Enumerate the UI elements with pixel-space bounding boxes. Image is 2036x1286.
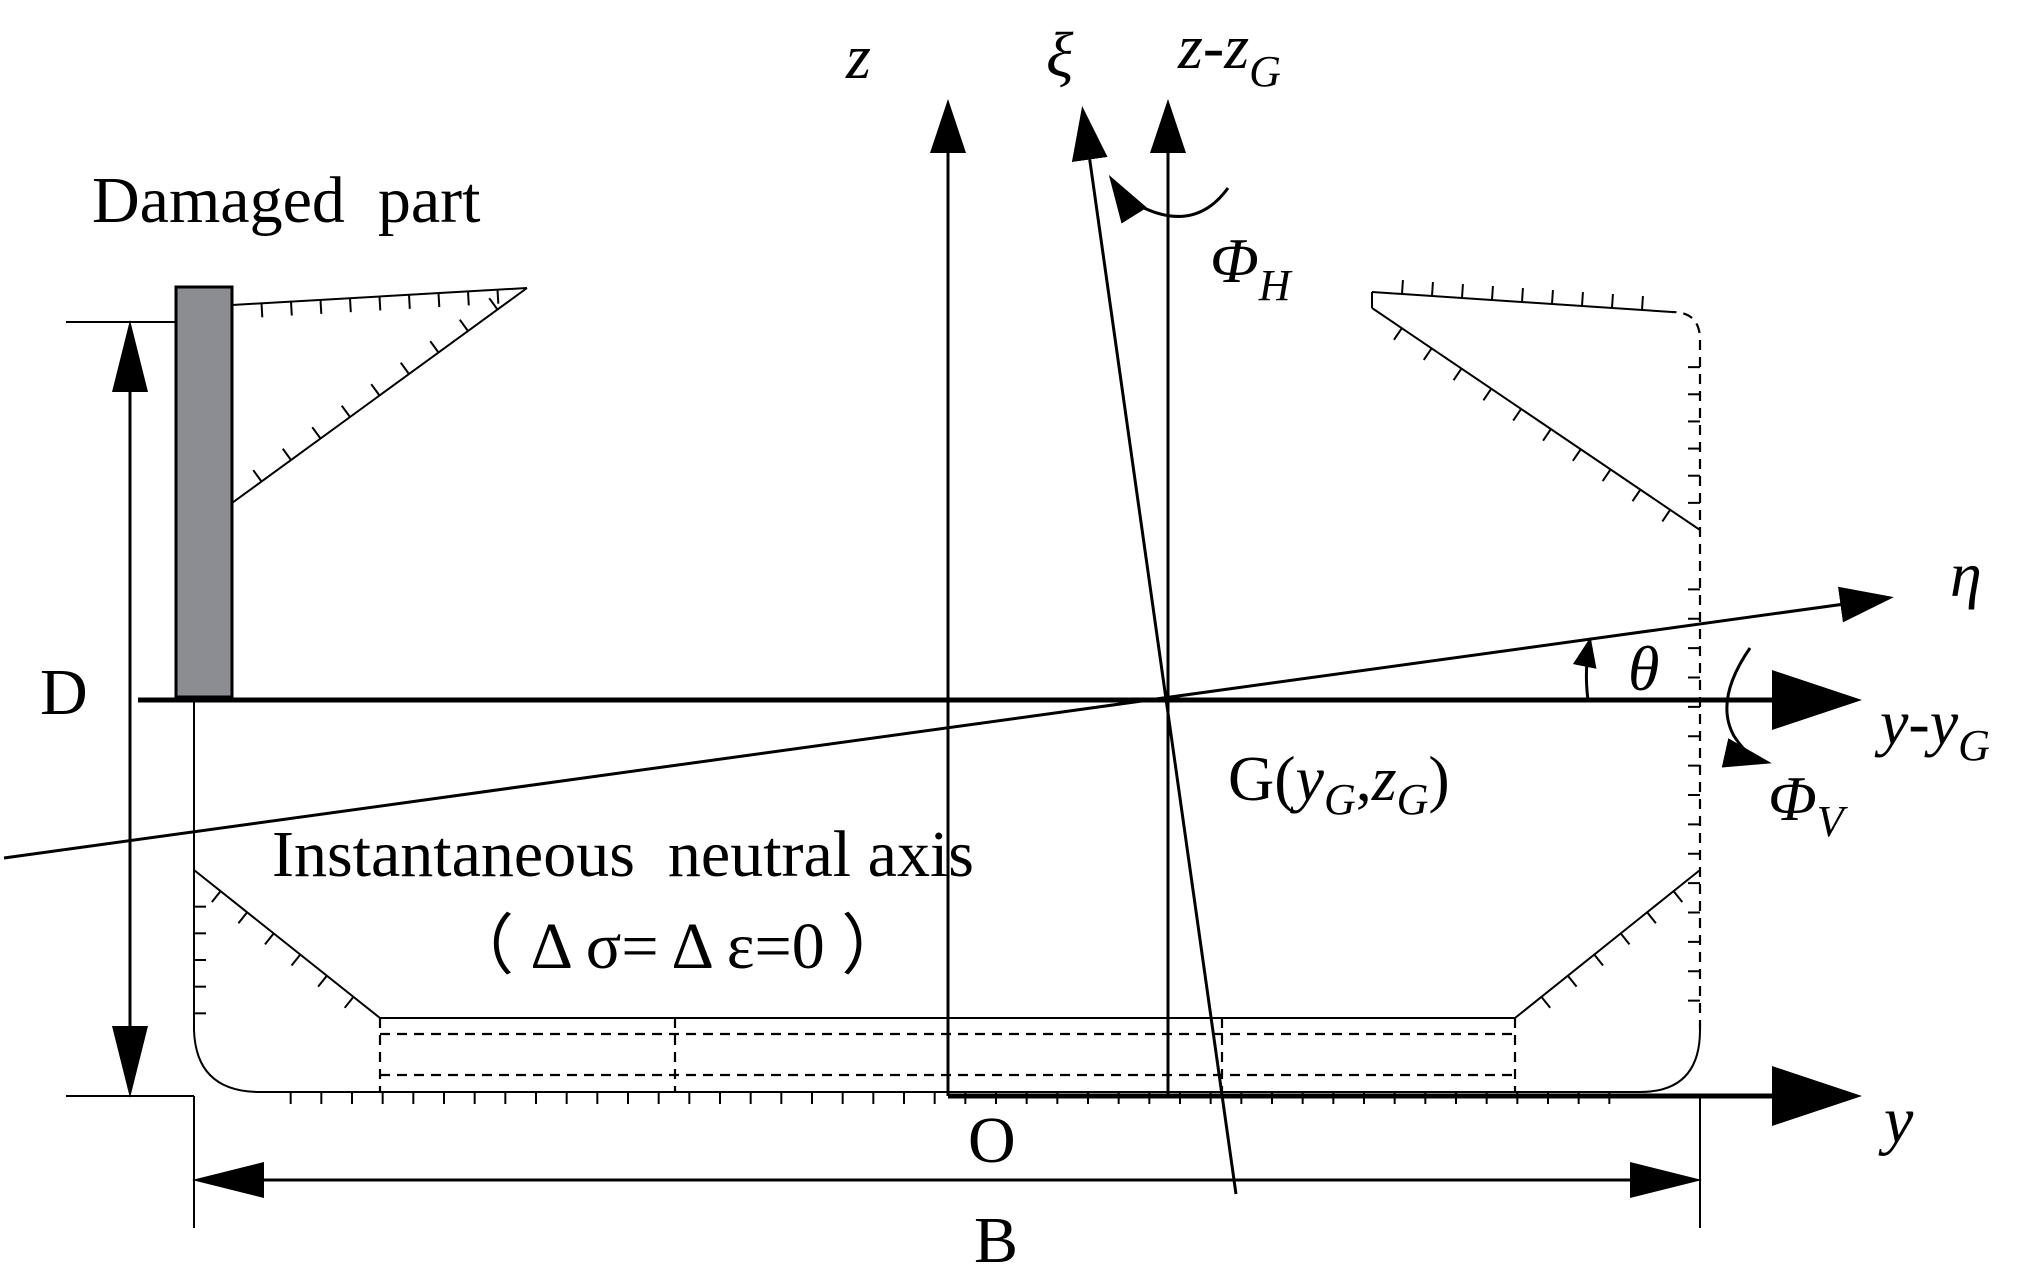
- right-hopper-stiffener-tick: [1619, 932, 1631, 945]
- right-deck-stiffener-tick: [1641, 295, 1644, 311]
- left-deck-stiffener-tick: [408, 294, 411, 309]
- left-deck-stiffener-tick: [378, 296, 382, 311]
- right-hopper-stiffener-tick: [1672, 890, 1684, 903]
- phi-h-rotation-arrow: [1108, 174, 1230, 224]
- left-hopper-stiffener-tick: [211, 890, 222, 903]
- left-deck-stiffener-tick: [467, 291, 470, 306]
- g-comma: ,: [1356, 743, 1372, 814]
- right-topside-stiffener-tick: [1572, 448, 1582, 462]
- right-topside-stiffener-tick: [1393, 327, 1403, 341]
- d-label: D: [40, 656, 88, 729]
- left-hopper-stiffener-tick: [317, 975, 328, 988]
- z-zg-label: z-zG: [1177, 11, 1281, 96]
- left-deck-stiffener-tick: [260, 303, 264, 318]
- neutral-axis-label: Instantaneous neutral axis: [272, 818, 974, 891]
- g-y: y: [1290, 743, 1325, 814]
- left-hopper-stiffener-tick: [343, 996, 355, 1009]
- hull-right-side: [1671, 310, 1702, 1030]
- y-yg-subscript: G: [1958, 721, 1990, 770]
- o-label: O: [968, 1104, 1016, 1177]
- right-deck-stiffener-tick: [1581, 291, 1584, 307]
- right-topside-stiffener-tick: [1601, 468, 1612, 482]
- left-deck-stiffener-tick: [290, 301, 293, 316]
- left-hopper-stiffener-tick: [290, 953, 302, 967]
- right-topside-stiffener-tick: [1452, 367, 1463, 381]
- right-deck-stiffener-tick: [1611, 293, 1614, 309]
- g-close: ): [1428, 743, 1449, 814]
- condition-label: （ Δ σ= Δ ε=0 ）: [448, 910, 907, 983]
- right-topside-stiffener-tick: [1422, 347, 1433, 361]
- xi-axis: [1071, 106, 1238, 1195]
- right-hopper-stiffener-tick: [1567, 975, 1578, 988]
- right-topside-stiffener-tick: [1512, 408, 1522, 422]
- g-z-subscript: G: [1397, 775, 1429, 824]
- g-point-label: G(yG,zG): [1228, 743, 1450, 824]
- g-open: G(: [1228, 743, 1296, 814]
- right-topside-stiffener-tick: [1542, 428, 1552, 442]
- z-zg-subscript: G: [1249, 47, 1281, 96]
- left-topside-stiffener-tick: [252, 469, 263, 483]
- left-topside-stiffener-tick: [399, 362, 410, 375]
- right-hopper-stiffener-tick: [1646, 911, 1657, 924]
- damaged-part-block: [174, 285, 234, 699]
- left-topside-stiffener-tick: [458, 319, 469, 332]
- left-topside-stiffener-tick: [340, 405, 351, 418]
- right-deck-stiffener-tick: [1491, 285, 1494, 301]
- left-deck-stiffener-tick: [496, 289, 500, 304]
- left-topside-stiffener-tick: [311, 426, 322, 440]
- damaged-part-label: Damaged part: [92, 164, 481, 237]
- right-topside-slope: [1371, 307, 1701, 531]
- y-yg-main: y-y: [1874, 687, 1959, 758]
- y-label: y: [1878, 1084, 1914, 1157]
- phi-v-main: Φ: [1768, 763, 1817, 834]
- phi-h-subscript: H: [1258, 261, 1293, 310]
- left-topside-stiffener-tick: [281, 448, 292, 461]
- right-deck-stiffener-tick: [1551, 289, 1554, 305]
- left-hopper-slope: [193, 869, 381, 1019]
- theta-angle-arc: [1572, 637, 1597, 701]
- z-zg-main: z-z: [1177, 11, 1249, 82]
- right-deck-stiffener-tick: [1521, 287, 1524, 303]
- left-deck-stiffener-tick: [319, 299, 323, 314]
- phi-v-subscript: V: [1817, 797, 1849, 846]
- eta-label: η: [1950, 539, 1982, 610]
- right-deck-stiffener-tick: [1431, 281, 1434, 297]
- g-y-subscript: G: [1324, 775, 1356, 824]
- right-topside-stiffener-tick: [1482, 388, 1493, 401]
- right-topside-stiffener-tick: [1631, 489, 1642, 502]
- phi-v-label: ΦV: [1768, 763, 1849, 846]
- phi-h-main: Φ: [1210, 225, 1259, 296]
- right-deck-stiffener-tick: [1461, 283, 1464, 299]
- right-hopper-stiffener-tick: [1593, 953, 1604, 967]
- left-topside-stiffener-tick: [370, 383, 381, 397]
- xi-label: ξ: [1046, 19, 1074, 90]
- right-hopper-slope: [1514, 869, 1701, 1019]
- left-topside-stiffener-tick: [488, 297, 499, 311]
- left-hopper-stiffener-tick: [237, 911, 248, 924]
- right-hopper-stiffener-tick: [1540, 996, 1551, 1009]
- theta-label: θ: [1628, 633, 1659, 704]
- hull-outline: [193, 310, 1702, 1093]
- left-topside-stiffener-tick: [429, 340, 440, 354]
- y-yg-label: y-yG: [1874, 687, 1990, 770]
- left-hopper-stiffener-tick: [264, 932, 275, 946]
- g-z: z: [1371, 743, 1397, 814]
- hull-bottom: [193, 1029, 1701, 1093]
- z-label: z: [845, 21, 871, 92]
- right-deck-stiffener-tick: [1401, 279, 1404, 295]
- phi-h-label: ΦH: [1210, 225, 1293, 310]
- left-deck-stiffener-tick: [437, 293, 441, 308]
- left-deck-stiffener-tick: [349, 298, 352, 313]
- right-topside-stiffener-tick: [1661, 509, 1672, 522]
- b-label: B: [974, 1204, 1018, 1277]
- phi-v-rotation-arrow: [1721, 647, 1772, 768]
